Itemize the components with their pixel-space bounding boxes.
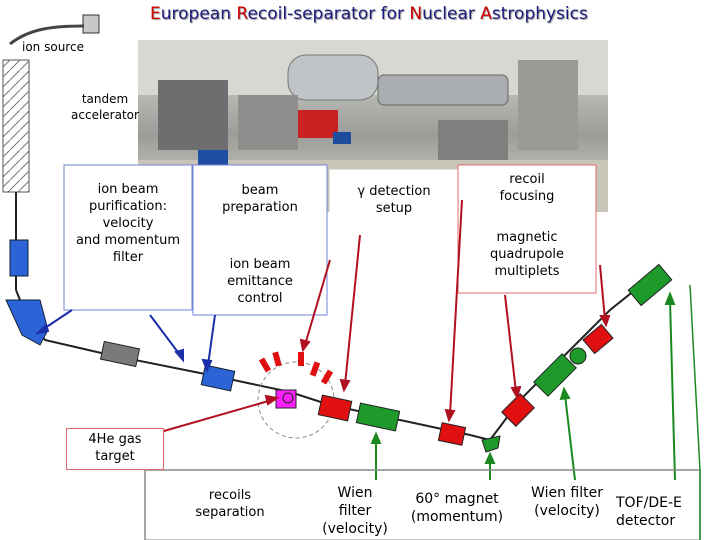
label-gas-target-line-2: target bbox=[95, 448, 135, 464]
label-recoils-separation-line-2: separation bbox=[195, 504, 265, 520]
label-gamma-detection-line-2: setup bbox=[375, 200, 413, 216]
label-tof-detector: TOF/DE-E detector bbox=[616, 494, 718, 530]
gray-element bbox=[99, 340, 141, 368]
label-recoils-separation-line-1: recoils bbox=[208, 488, 252, 503]
label-gas-target-line-1: 4He gas bbox=[88, 432, 142, 447]
gamma-detector-3 bbox=[298, 352, 304, 366]
label-quadrupole-line-1: magnetic bbox=[496, 230, 558, 245]
gamma-detector-1 bbox=[258, 357, 272, 373]
label-tandem: tandem accelerator bbox=[50, 92, 160, 123]
label-gamma-detection: γ detection setup bbox=[330, 184, 458, 218]
recoil-focusing-box bbox=[457, 164, 597, 294]
page-title: European Recoil-separator for Nuclear As… bbox=[150, 4, 588, 24]
label-tandem-line-2: accelerator bbox=[71, 107, 139, 122]
label-beam-preparation-line-2: preparation bbox=[222, 199, 298, 215]
tof-arrow-line bbox=[689, 284, 701, 471]
label-ion-source: ion source bbox=[22, 40, 84, 54]
gamma-detector-5 bbox=[320, 369, 334, 385]
label-recoil-focusing-line-2: focusing bbox=[499, 188, 555, 204]
ion-source-pipe bbox=[9, 24, 85, 46]
label-purification: ion beam purification: velocity and mome… bbox=[60, 182, 196, 266]
label-wien-filter-1: Wien filter (velocity) bbox=[310, 484, 400, 539]
gamma-detector-2 bbox=[272, 351, 282, 367]
arrows-red bbox=[149, 199, 611, 436]
label-wien-filter-2-line-1: Wien filter bbox=[531, 485, 603, 501]
label-quadrupole-line-3: multiplets bbox=[494, 263, 560, 279]
green-lens bbox=[569, 347, 587, 365]
wien-filter-2-element bbox=[533, 353, 577, 397]
detector-element bbox=[627, 263, 673, 307]
blue-element-left bbox=[9, 239, 29, 277]
label-tof-detector-line-1: TOF/DE-E bbox=[616, 495, 682, 511]
red-quadrupole-4 bbox=[582, 323, 614, 355]
wien-filter-1-element bbox=[355, 402, 401, 432]
label-beam-preparation: beam preparation bbox=[196, 183, 324, 217]
gamma-detector-4 bbox=[309, 361, 321, 377]
label-wien-filter-1-line-2: filter bbox=[338, 503, 372, 520]
label-tof-detector-line-2: detector bbox=[616, 513, 676, 530]
label-emittance-line-2: emittance bbox=[227, 273, 293, 289]
label-recoil-focusing: recoil focusing bbox=[460, 172, 594, 206]
target-cell bbox=[282, 392, 294, 404]
purification-box bbox=[63, 164, 193, 311]
red-quadrupole-3 bbox=[501, 393, 535, 427]
label-tandem-line-1: tandem bbox=[81, 92, 129, 106]
label-emittance-line-1: ion beam bbox=[229, 257, 291, 272]
beam-preparation-box bbox=[192, 164, 328, 316]
label-emittance: ion beam emittance control bbox=[196, 257, 324, 308]
label-beam-preparation-line-1: beam bbox=[241, 183, 279, 198]
label-quadrupole-line-2: quadrupole bbox=[489, 246, 565, 262]
label-wien-filter-1-line-1: Wien bbox=[337, 485, 373, 501]
recoils-separation-bracket bbox=[144, 469, 400, 540]
label-quadrupole: magnetic quadrupole multiplets bbox=[460, 230, 594, 281]
label-purification-line-2: purification: bbox=[88, 198, 168, 214]
label-purification-line-4: and momentum bbox=[75, 232, 181, 248]
label-gamma-detection-line-1: γ detection bbox=[357, 184, 431, 199]
red-quadrupole-1 bbox=[317, 394, 353, 422]
tandem-column bbox=[2, 59, 30, 193]
gamma-detection-box bbox=[329, 169, 459, 231]
label-purification-line-1: ion beam bbox=[97, 182, 159, 197]
label-magnet-60-line-1: 60° magnet bbox=[415, 491, 499, 507]
label-purification-line-5: filter bbox=[112, 249, 144, 265]
label-recoils-separation: recoils separation bbox=[170, 488, 290, 522]
label-purification-line-3: velocity bbox=[102, 215, 154, 231]
label-wien-filter-1-line-3: (velocity) bbox=[322, 521, 388, 538]
label-wien-filter-2-line-2: (velocity) bbox=[534, 503, 600, 520]
label-gas-target: 4He gas target bbox=[66, 428, 164, 470]
blue-element-mid bbox=[200, 364, 236, 392]
magnet-60-element bbox=[481, 435, 501, 453]
label-magnet-60: 60° magnet (momentum) bbox=[402, 490, 512, 526]
label-emittance-line-3: control bbox=[237, 290, 283, 306]
arrows-blue bbox=[34, 309, 216, 373]
label-recoil-focusing-line-1: recoil bbox=[509, 172, 545, 187]
ion-source-block bbox=[82, 14, 100, 34]
red-quadrupole-2 bbox=[437, 422, 467, 446]
dipole-magnet-left bbox=[5, 299, 49, 346]
label-wien-filter-2: Wien filter (velocity) bbox=[512, 484, 622, 520]
arrows-green bbox=[370, 291, 676, 481]
label-magnet-60-line-2: (momentum) bbox=[410, 509, 504, 526]
